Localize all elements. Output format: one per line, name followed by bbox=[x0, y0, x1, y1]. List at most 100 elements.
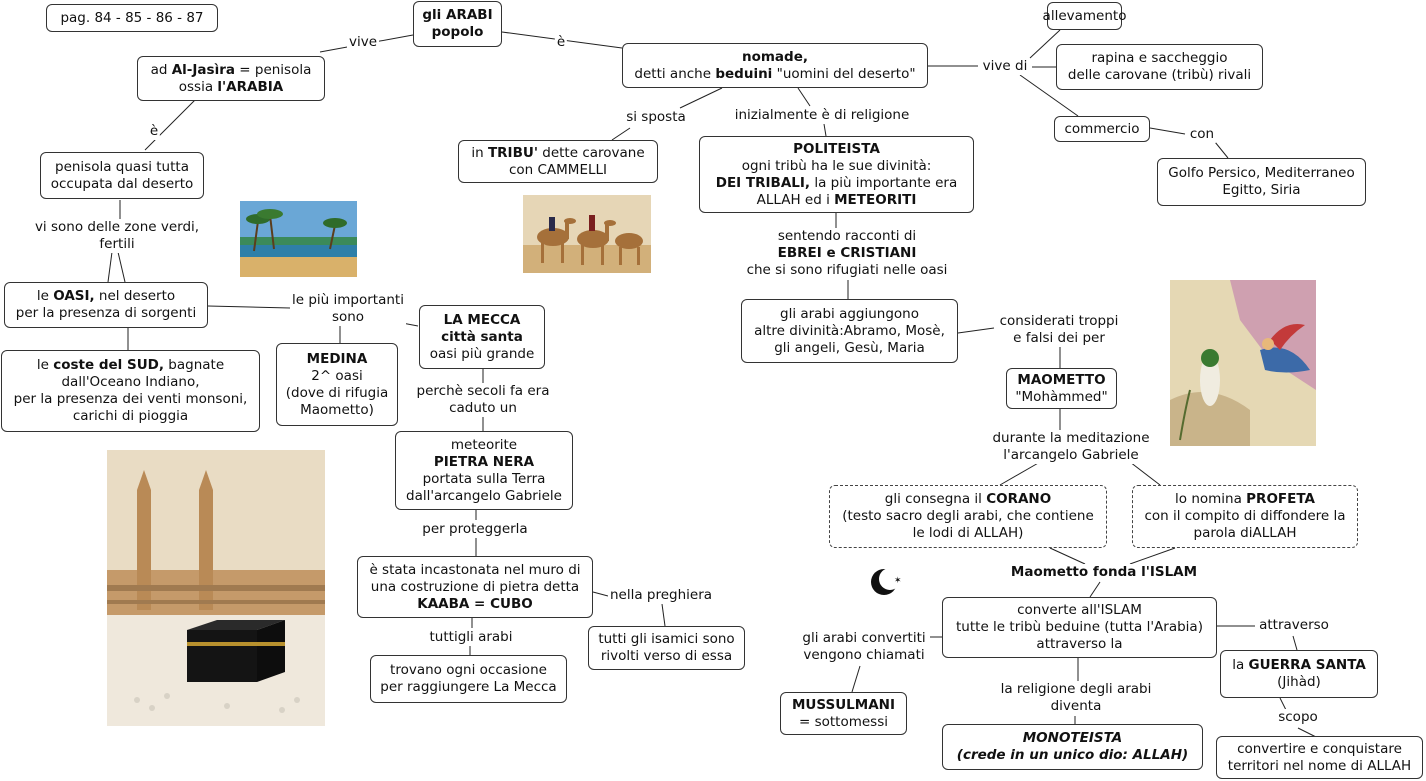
text: altre divinità:Abramo, Mosè, bbox=[754, 322, 945, 339]
text-bold: CORANO bbox=[986, 491, 1052, 507]
mecca-kaaba-painting bbox=[107, 450, 325, 726]
node-rapina[interactable]: rapina e saccheggio delle carovane (trib… bbox=[1056, 44, 1263, 90]
text: vengono chiamati bbox=[803, 647, 925, 663]
text: territori nel nome di ALLAH bbox=[1227, 757, 1412, 774]
node-converte[interactable]: converte all'ISLAM tutte le tribù beduin… bbox=[942, 597, 1217, 658]
text: lo nomina bbox=[1175, 491, 1247, 507]
text-bold: TRIBU' bbox=[487, 144, 538, 161]
text: dall'Oceano Indiano, bbox=[61, 374, 200, 390]
node-aggiungono[interactable]: gli arabi aggiungono altre divinità:Abra… bbox=[741, 299, 958, 363]
node-territori[interactable]: convertire e conquistare territori nel n… bbox=[1216, 736, 1423, 779]
text: = penisola bbox=[234, 61, 312, 78]
link-label-zone-verdi: vi sono delle zone verdi, fertili bbox=[32, 219, 202, 253]
node-mecca[interactable]: LA MECCA città santa oasi più grande bbox=[419, 305, 545, 369]
text: bagnate bbox=[164, 357, 225, 373]
link-label-meditazione: durante la meditazione l'arcangelo Gabri… bbox=[990, 430, 1152, 464]
text: la religione degli arabi bbox=[1000, 681, 1152, 697]
link-label-attraverso: attraverso bbox=[1257, 617, 1331, 634]
node-politeista[interactable]: POLITEISTA ogni tribù ha le sue divinità… bbox=[699, 136, 974, 213]
text: gli arabi aggiungono bbox=[780, 305, 919, 322]
text: le bbox=[36, 288, 54, 304]
link-label-diventa: la religione degli arabi diventa bbox=[998, 681, 1154, 715]
text-bold: Maometto fonda l'ISLAM bbox=[1010, 564, 1198, 580]
text: una costruzione di pietra detta bbox=[370, 578, 580, 595]
text-bold: città santa bbox=[441, 328, 523, 345]
text: nel deserto bbox=[94, 288, 176, 304]
text: (testo sacro degli arabi, che contiene bbox=[842, 508, 1094, 524]
text-bold: PIETRA NERA bbox=[433, 453, 535, 470]
node-arabi[interactable]: gli ARABI popolo bbox=[413, 1, 502, 47]
node-tribu[interactable]: in TRIBU' dette carovane con CAMMELLI bbox=[458, 140, 658, 183]
link-label-e: è bbox=[554, 34, 568, 51]
node-medina[interactable]: MEDINA 2^ oasi (dove di rifugia Maometto… bbox=[276, 343, 398, 426]
text: ad bbox=[150, 61, 172, 78]
text-bold: l'ARABIA bbox=[217, 78, 284, 95]
oasis-photo bbox=[240, 201, 357, 277]
node-allevamento[interactable]: allevamento bbox=[1043, 2, 1126, 30]
node-profeta[interactable]: lo nomina PROFETA con il compito di diff… bbox=[1132, 485, 1358, 548]
link-label-si-sposta: si sposta bbox=[624, 109, 688, 126]
text: attraverso la bbox=[1036, 636, 1123, 652]
text: convertire e conquistare bbox=[1237, 740, 1402, 757]
text: "Mohàmmed" bbox=[1015, 388, 1108, 405]
node-fonda[interactable]: Maometto fonda l'ISLAM bbox=[1008, 564, 1200, 581]
text: tutti gli isamici sono bbox=[598, 631, 735, 647]
text-bold: GUERRA SANTA bbox=[1248, 657, 1366, 673]
node-penisola[interactable]: penisola quasi tutta occupata dal desert… bbox=[40, 152, 204, 199]
text-bold-italic: MONOTEISTA bbox=[1022, 730, 1123, 746]
link-label-perche: perchè secoli fa era caduto un bbox=[414, 383, 552, 417]
text: Egitto, Siria bbox=[1222, 182, 1301, 198]
node-commercio[interactable]: commercio bbox=[1054, 116, 1150, 142]
text: è bbox=[556, 34, 566, 50]
link-label-importanti: le più importanti sono bbox=[290, 292, 406, 326]
text: caduto un bbox=[449, 400, 517, 416]
node-oasi[interactable]: le OASI, nel deserto per la presenza di … bbox=[4, 282, 208, 328]
text: penisola quasi tutta bbox=[55, 158, 189, 175]
node-nomade[interactable]: nomade, detti anche beduini "uomini del … bbox=[622, 43, 928, 88]
text: si sposta bbox=[626, 109, 686, 125]
text: portata sulla Terra bbox=[422, 470, 546, 487]
text: Maometto) bbox=[300, 401, 374, 418]
node-mussulmani[interactable]: MUSSULMANI = sottomessi bbox=[780, 692, 907, 735]
text-bold: MUSSULMANI bbox=[791, 696, 895, 713]
text-bold: Al-Jasìra bbox=[171, 61, 235, 78]
text: parola diALLAH bbox=[1193, 525, 1297, 541]
text-bold: coste del SUD, bbox=[53, 357, 164, 373]
text: è bbox=[149, 123, 159, 139]
text: con il compito di diffondere la bbox=[1144, 508, 1346, 524]
text: è stata incastonata nel muro di bbox=[369, 561, 581, 578]
text: scopo bbox=[1278, 709, 1318, 725]
text-bold: METEORITI bbox=[834, 191, 917, 208]
text: ogni tribù ha le sue divinità: bbox=[741, 157, 932, 174]
link-label-vive: vive bbox=[346, 34, 380, 51]
node-corano[interactable]: gli consegna il CORANO (testo sacro degl… bbox=[829, 485, 1107, 548]
text: gli arabi convertiti bbox=[802, 630, 926, 646]
link-label-tuttigli: tuttigli arabi bbox=[427, 629, 515, 646]
text: ALLAH ed i bbox=[756, 191, 835, 208]
node-monoteista[interactable]: MONOTEISTA (crede in un unico dio: ALLAH… bbox=[942, 724, 1203, 770]
text: oasi più grande bbox=[429, 345, 535, 362]
text-bold: DEI TRIBALI, bbox=[715, 174, 811, 191]
node-isamici[interactable]: tutti gli isamici sono rivolti verso di … bbox=[588, 626, 745, 670]
node-golfo[interactable]: Golfo Persico, Mediterraneo Egitto, Siri… bbox=[1157, 158, 1366, 206]
link-label-vive-di: vive di bbox=[980, 58, 1030, 75]
node-kaaba[interactable]: è stata incastonata nel muro di una cost… bbox=[357, 556, 593, 618]
text-bold: KAABA = CUBO bbox=[417, 595, 533, 612]
text: le bbox=[36, 357, 54, 373]
text-bold: OASI, bbox=[53, 288, 95, 304]
node-meteorite[interactable]: meteorite PIETRA NERA portata sulla Terr… bbox=[395, 431, 573, 510]
text: gli consegna il bbox=[884, 491, 987, 507]
text: considerati troppi bbox=[999, 313, 1119, 329]
text: per la presenza dei venti monsoni, bbox=[13, 391, 248, 407]
node-maometto[interactable]: MAOMETTO "Mohàmmed" bbox=[1006, 368, 1117, 409]
node-al-jasira[interactable]: ad Al-Jasìra = penisola ossia l'ARABIA bbox=[137, 56, 325, 101]
text: rapina e saccheggio bbox=[1091, 50, 1228, 66]
text: in bbox=[471, 144, 488, 161]
node-coste[interactable]: le coste del SUD, bagnate dall'Oceano In… bbox=[1, 350, 260, 432]
node-arabi-l1: gli ARABI bbox=[422, 7, 493, 23]
node-trovano[interactable]: trovano ogni occasione per raggiungere L… bbox=[370, 655, 567, 703]
text-bold: PROFETA bbox=[1246, 491, 1315, 507]
node-guerra[interactable]: la GUERRA SANTA (Jihàd) bbox=[1220, 650, 1378, 698]
text-bold: nomade, bbox=[741, 48, 808, 65]
